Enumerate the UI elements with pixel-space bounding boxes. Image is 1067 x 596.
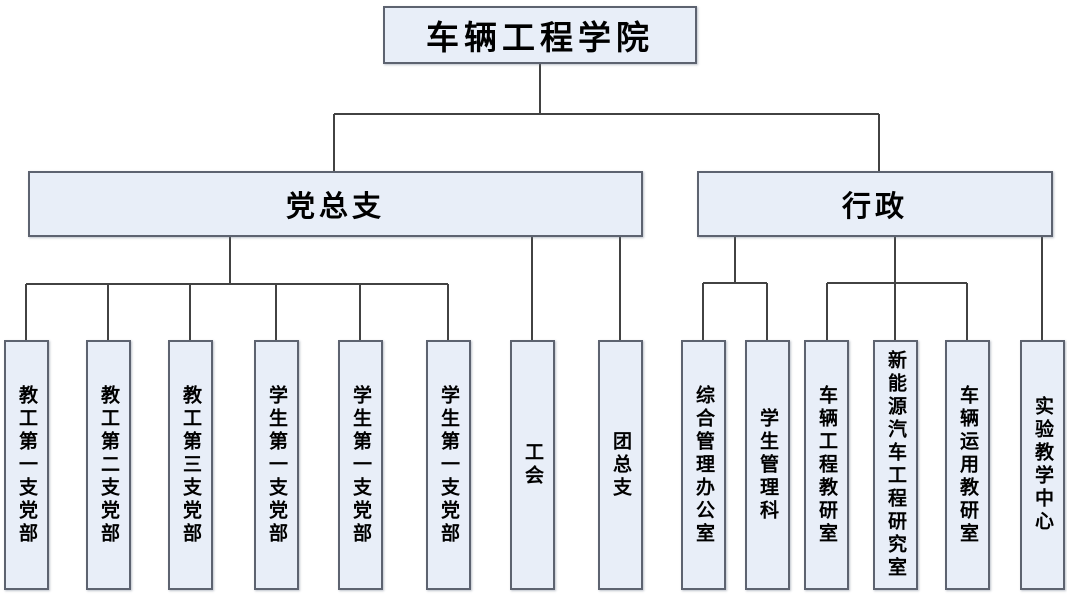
leaf-label: 学生管理科 xyxy=(757,407,778,523)
leaf-box-general-admin-office: 综合管理办公室 xyxy=(681,340,726,590)
leaf-box-faculty-party-branch-1: 教工第一支党部 xyxy=(4,340,49,590)
root-label: 车辆工程学院 xyxy=(426,21,654,57)
leaf-label: 教工第一支党部 xyxy=(16,384,37,546)
leaf-label: 学生第一支党部 xyxy=(266,384,287,546)
leaf-box-youth-league: 团总支 xyxy=(598,340,643,590)
leaf-box-labor-union: 工会 xyxy=(510,340,555,590)
branch-label-administration: 行政 xyxy=(841,191,908,223)
leaf-box-student-affairs-section: 学生管理科 xyxy=(745,340,790,590)
root-box-college: 车辆工程学院 xyxy=(383,6,697,64)
leaf-label: 综合管理办公室 xyxy=(693,384,714,546)
leaf-label: 车辆运用教研室 xyxy=(957,384,978,546)
leaf-label: 工会 xyxy=(522,442,543,488)
branch-label-party: 党总支 xyxy=(285,191,385,223)
branch-box-party-general: 党总支 xyxy=(28,171,643,237)
leaf-box-faculty-party-branch-2: 教工第二支党部 xyxy=(86,340,131,590)
leaf-label: 车辆工程教研室 xyxy=(816,384,837,546)
leaf-label: 教工第二支党部 xyxy=(98,384,119,546)
leaf-box-new-energy-vehicle-research-office: 新能源汽车工程研究室 xyxy=(873,340,918,590)
leaf-label: 学生第一支党部 xyxy=(438,384,459,546)
leaf-label: 团总支 xyxy=(610,430,631,500)
leaf-box-student-party-branch-3: 学生第一支党部 xyxy=(426,340,471,590)
leaf-label: 学生第一支党部 xyxy=(350,384,371,546)
leaf-box-vehicle-engineering-teaching-office: 车辆工程教研室 xyxy=(804,340,849,590)
branch-box-administration: 行政 xyxy=(697,171,1053,237)
leaf-label: 新能源汽车工程研究室 xyxy=(885,350,906,580)
leaf-box-student-party-branch-1: 学生第一支党部 xyxy=(254,340,299,590)
leaf-box-vehicle-operation-teaching-office: 车辆运用教研室 xyxy=(945,340,990,590)
leaf-box-student-party-branch-2: 学生第一支党部 xyxy=(338,340,383,590)
leaf-label: 教工第三支党部 xyxy=(180,384,201,546)
leaf-label: 实验教学中心 xyxy=(1032,396,1053,534)
leaf-box-faculty-party-branch-3: 教工第三支党部 xyxy=(168,340,213,590)
leaf-box-experimental-teaching-center: 实验教学中心 xyxy=(1020,340,1065,590)
